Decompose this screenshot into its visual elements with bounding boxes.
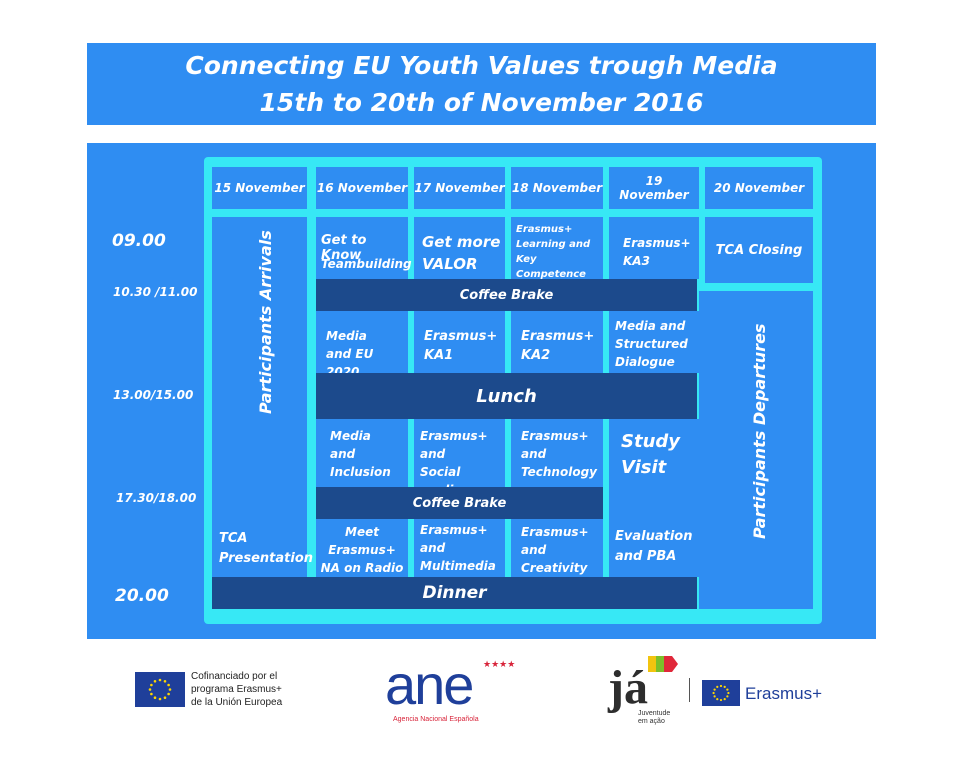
tca-presentation: TCA Presentation	[219, 531, 314, 566]
day-16-november: 16 November	[316, 167, 408, 209]
coffee-break-2: Coffee Brake	[316, 487, 603, 519]
teambuilding-label: Teambuilding	[321, 257, 412, 271]
day-20-november: 20 November	[705, 167, 813, 209]
ane-logo: ane ★★★★ Agencia Nacional Española	[385, 653, 525, 728]
cell-erasmus-ka2: Erasmus+ KA2	[511, 311, 603, 373]
time-0900: 09.00	[112, 231, 166, 251]
ja-logo: já Juventude em ação	[608, 654, 688, 734]
dinner-row: Dinner	[212, 577, 697, 609]
cell-media-inclusion: Media and Inclusion	[316, 419, 408, 487]
cell-erasmus-learning: Erasmus+ Learning and Key Competence	[511, 217, 603, 280]
get-to-know-label: Get to Know	[321, 233, 367, 263]
schedule-board: 15 November 16 November 17 November 18 N…	[87, 143, 876, 639]
cell-erasmus-technology: Erasmus+ and Technology	[511, 419, 603, 487]
day-19-november: 19 November	[609, 167, 699, 209]
title-banner: Connecting EU Youth Values trough Media …	[87, 43, 876, 125]
ane-stars-icon: ★★★★	[483, 660, 516, 670]
cell-get-to-know: Get to Know Teambuilding	[316, 217, 412, 279]
day-15-november: 15 November	[212, 167, 307, 209]
participants-departures-label: Participants Departures	[750, 323, 769, 539]
time-1300: 13.00/15.00	[113, 388, 194, 402]
ja-sub-text: Juventude em ação	[638, 710, 671, 725]
erasmus-plus-text: Erasmus+	[745, 684, 822, 703]
cofinanced-text: Cofinanciado por el programa Erasmus+ de…	[191, 671, 283, 708]
title-line-2: 15th to 20th of November 2016	[259, 88, 704, 117]
departures-column	[699, 291, 813, 609]
logo-divider	[689, 678, 690, 702]
ja-logo-text: já	[608, 661, 648, 714]
lunch-row: Lunch	[316, 373, 697, 419]
cell-erasmus-ka1: Erasmus+ KA1	[414, 311, 505, 373]
cell-erasmus-creativity: Erasmus+ and Creativity	[511, 519, 603, 577]
title-line-1: Connecting EU Youth Values trough Media	[185, 51, 778, 80]
day-17-november: 17 November	[414, 167, 505, 209]
cell-tca-closing: TCA Closing	[705, 217, 813, 283]
arrivals-column	[212, 217, 307, 583]
time-1730: 17.30/18.00	[116, 491, 197, 505]
cell-erasmus-multimedia: Erasmus+ and Multimedia	[414, 519, 505, 577]
coffee-break-1: Coffee Brake	[316, 279, 697, 311]
time-1030: 10.30 /11.00	[113, 285, 198, 299]
cell-media-eu2020: Media and EU 2020	[316, 311, 408, 379]
cell-study-visit: Study Visit	[609, 419, 699, 489]
day-18-november: 18 November	[511, 167, 603, 209]
eu-flag-icon-2	[702, 680, 740, 706]
footer-logos: Cofinanciado por el programa Erasmus+ de…	[0, 650, 969, 762]
eu-flag-icon	[135, 672, 185, 707]
time-2000: 20.00	[115, 586, 169, 606]
ane-logo-text: ane	[385, 653, 474, 716]
cell-meet-erasmus: Meet Erasmus+ NA on Radio	[316, 519, 408, 577]
cell-erasmus-ka3: Erasmus+ KA3	[609, 217, 699, 279]
cell-evaluation-pba: Evaluation and PBA	[609, 489, 699, 577]
ja-flag-icon	[648, 656, 678, 672]
cell-get-more-valor: Get more VALOR	[414, 217, 505, 279]
ane-sub-text: Agencia Nacional Española	[393, 716, 479, 723]
cell-media-structured: Media and Structured Dialogue	[609, 311, 699, 373]
cell-erasmus-social: Erasmus+ and Social media	[414, 419, 505, 497]
participants-arrivals-label: Participants Arrivals	[256, 230, 275, 414]
